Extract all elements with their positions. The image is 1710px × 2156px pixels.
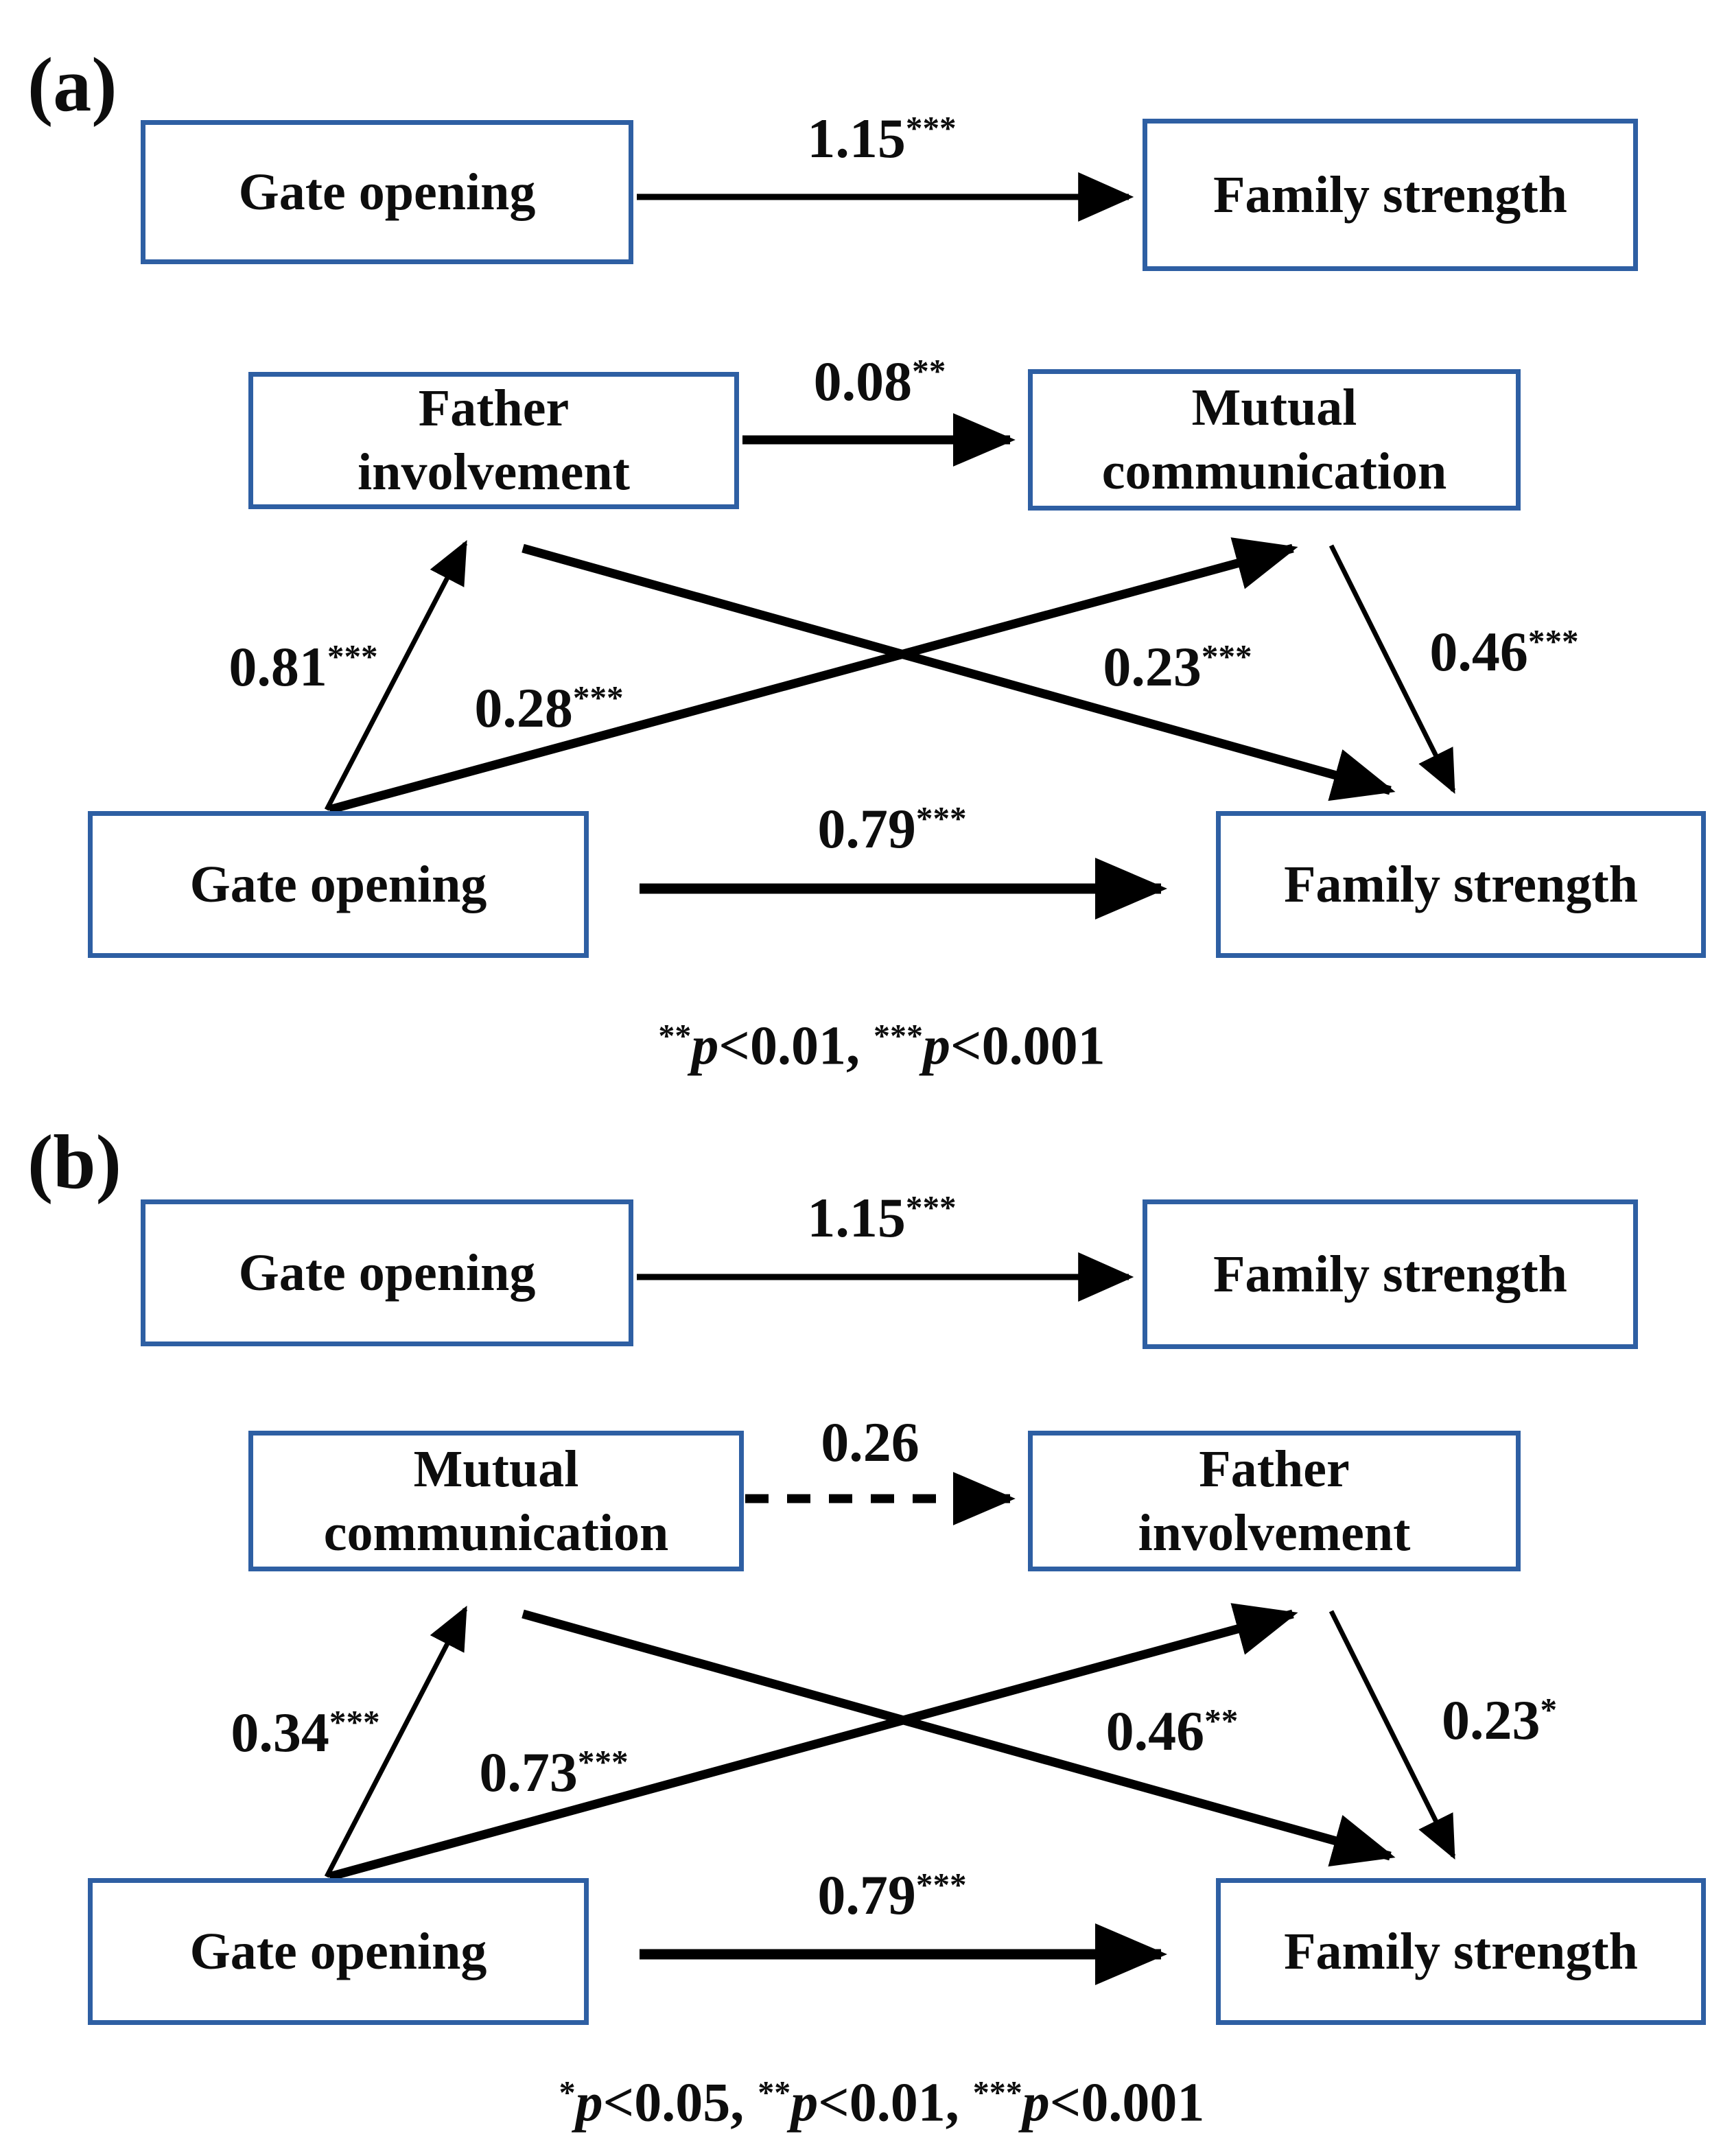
box-label: Family strength xyxy=(1213,165,1567,224)
box-label-line2: involvement xyxy=(358,443,630,501)
coef-b-total-effect: 1.15*** xyxy=(807,1186,957,1249)
box-label-line1: Mutual xyxy=(1191,379,1357,437)
coef-b-father-to-family: 0.23* xyxy=(1441,1689,1558,1751)
box-label: Gate opening xyxy=(189,855,487,913)
arrow-b-mutual-to-family xyxy=(522,1609,1396,1867)
box-label-line2: communication xyxy=(323,1503,669,1562)
coef-a-mutual-to-family: 0.46*** xyxy=(1429,620,1579,683)
box-label-line2: involvement xyxy=(1138,1503,1411,1562)
arrow-a-mutual-to-family xyxy=(1328,544,1456,795)
box-label: Gate opening xyxy=(189,1922,487,1980)
coef-b-mutual-to-father: 0.26 xyxy=(821,1411,920,1473)
panel-a-label: (a) xyxy=(27,43,117,128)
box-label: Family strength xyxy=(1284,1922,1638,1980)
box-label: Gate opening xyxy=(238,1243,536,1302)
box-label-line1: Mutual xyxy=(413,1440,579,1498)
arrow-b-gate-to-father xyxy=(328,1603,1298,1882)
coef-a-gate-to-mutual: 0.28*** xyxy=(474,677,624,739)
coef-a-total-effect: 1.15*** xyxy=(807,107,957,169)
footnote-panel-a: **p<0.01, ***p<0.001 xyxy=(658,1016,1105,1077)
box-a-direct-gate-opening: Gate opening xyxy=(88,811,589,958)
box-label: Gate opening xyxy=(238,163,536,221)
box-b-direct-family-strength: Family strength xyxy=(1216,1878,1706,2025)
arrow-b-father-to-family xyxy=(1328,1610,1456,1860)
coef-b-mutual-to-family: 0.46** xyxy=(1105,1700,1239,1762)
box-a-direct-family-strength: Family strength xyxy=(1216,811,1706,958)
arrow-a-father-to-family xyxy=(522,543,1396,801)
box-label: Family strength xyxy=(1284,855,1638,913)
coef-a-direct-effect: 0.79*** xyxy=(817,797,967,860)
box-b-direct-gate-opening: Gate opening xyxy=(88,1878,589,2025)
arrow-a-gate-to-mutual xyxy=(328,537,1298,815)
box-a-mutual-communication: Mutual communication xyxy=(1028,369,1521,511)
box-label-line1: Father xyxy=(1199,1440,1350,1498)
coef-b-direct-effect: 0.79*** xyxy=(817,1864,967,1926)
box-b-total-family-strength: Family strength xyxy=(1143,1199,1638,1349)
arrow-a-gate-to-father xyxy=(324,540,468,811)
arrow-b-gate-to-mutual xyxy=(324,1606,468,1878)
box-b-total-gate-opening: Gate opening xyxy=(141,1199,633,1346)
box-a-total-gate-opening: Gate opening xyxy=(141,120,633,264)
box-label-line1: Father xyxy=(418,379,570,438)
coef-a-gate-to-father: 0.81*** xyxy=(229,635,378,698)
coef-b-gate-to-father: 0.73*** xyxy=(479,1741,629,1803)
box-a-father-involvement: Father involvement xyxy=(248,372,739,509)
box-a-total-family-strength: Family strength xyxy=(1143,119,1638,271)
coef-b-gate-to-mutual: 0.34*** xyxy=(231,1701,380,1764)
panel-b-label: (b) xyxy=(27,1120,121,1205)
coef-a-father-to-family: 0.23*** xyxy=(1103,635,1252,698)
footnote-panel-b: *p<0.05, **p<0.01, ***p<0.001 xyxy=(559,2072,1205,2133)
box-label-line2: communication xyxy=(1101,443,1447,500)
box-b-father-involvement: Father involvement xyxy=(1028,1431,1521,1571)
coef-a-father-to-mutual: 0.08** xyxy=(813,350,946,412)
box-b-mutual-communication: Mutual communication xyxy=(248,1431,744,1571)
box-label: Family strength xyxy=(1213,1245,1567,1303)
